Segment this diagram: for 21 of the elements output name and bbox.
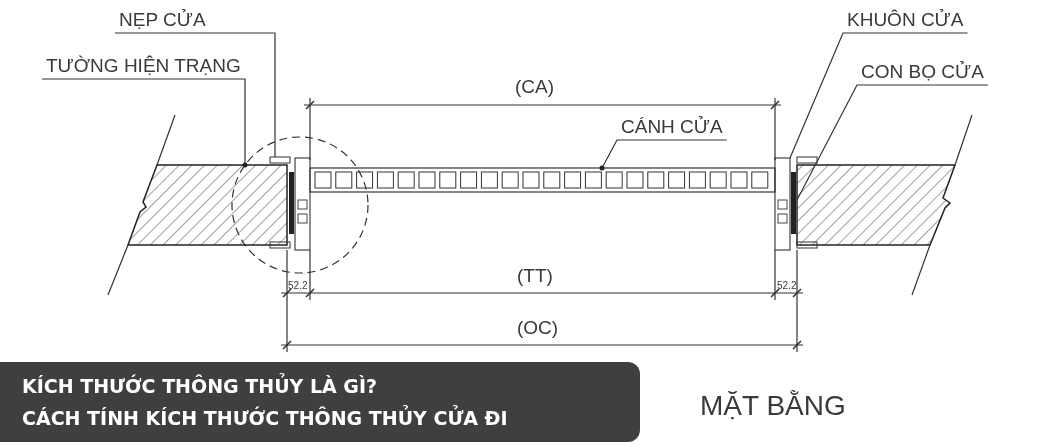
wall-section — [107, 114, 288, 296]
dimension-label: (CA) — [515, 77, 555, 96]
door-frame — [774, 157, 791, 251]
leader-line — [41, 78, 248, 168]
part-label: TƯỜNG HIỆN TRẠNG — [42, 54, 245, 78]
wall-section — [796, 114, 973, 296]
view-title: MẶT BẰNG — [700, 392, 846, 420]
dimension-label: (OC) — [517, 318, 559, 337]
leader-line — [789, 32, 969, 159]
leader-line — [114, 32, 276, 158]
leader-line — [599, 139, 728, 171]
door-stop-strip — [791, 172, 796, 234]
title-text: CÁCH TÍNH KÍCH THƯỚC THÔNG THỦY CỬA ĐI — [22, 406, 508, 430]
dimension-label: (TT) — [517, 266, 553, 285]
title-text: KÍCH THƯỚC THÔNG THỦY LÀ GÌ? — [22, 374, 378, 398]
part-label: CÁNH CỬA — [617, 115, 727, 139]
part-label: NẸP CỬA — [115, 8, 210, 32]
part-label: KHUÔN CỬA — [843, 8, 968, 32]
door-leaf — [309, 167, 776, 193]
part-label: CON BỌ CỬA — [857, 60, 988, 84]
door-trim — [269, 156, 291, 249]
